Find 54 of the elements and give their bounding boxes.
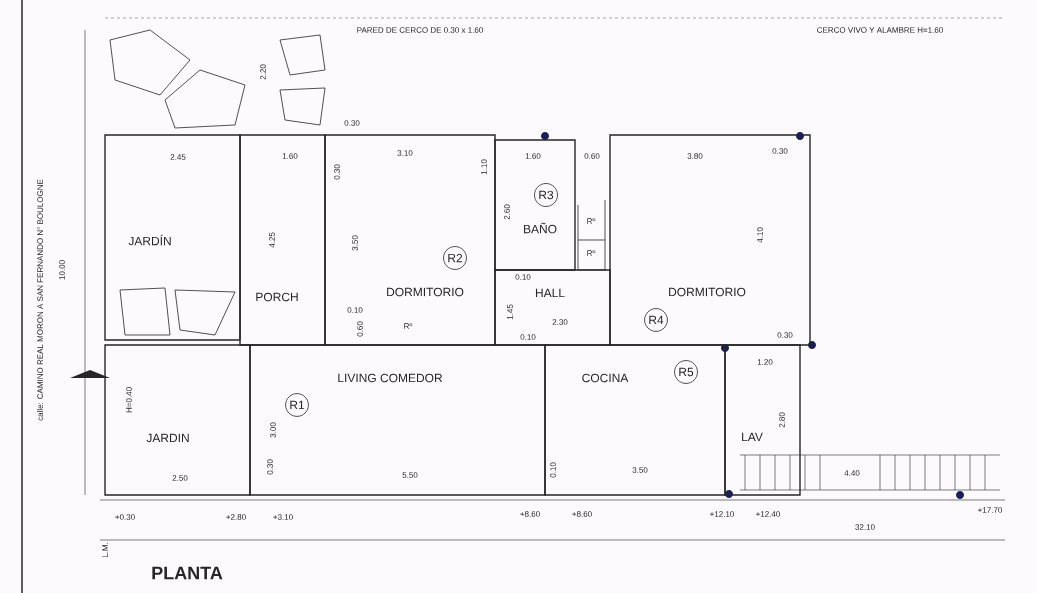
dimension-label: Rº bbox=[587, 218, 596, 224]
dimension-label: 0.10 bbox=[550, 462, 556, 478]
room-tag: R1 bbox=[285, 393, 309, 417]
dimension-label: Rº bbox=[587, 250, 596, 256]
dimension-label: 1.60 bbox=[282, 153, 298, 159]
dimension-label: 2.45 bbox=[170, 154, 186, 160]
dimension-label: 1.20 bbox=[757, 359, 773, 365]
dimension-label: 3.10 bbox=[397, 150, 413, 156]
dimension-label: L.M. bbox=[102, 542, 108, 558]
dimension-label: 5.50 bbox=[402, 472, 418, 478]
room-tag: R4 bbox=[644, 308, 668, 332]
dimension-label: 3.00 bbox=[270, 422, 276, 438]
dimension-label: +3.10 bbox=[273, 514, 293, 520]
dimension-label: 0.30 bbox=[267, 459, 273, 475]
room-tag: R2 bbox=[443, 246, 467, 270]
dimension-label: 0.10 bbox=[520, 334, 536, 340]
dimension-label: 10.00 bbox=[59, 260, 65, 280]
plan-title: PLANTA bbox=[152, 566, 223, 580]
dimension-label: 3.80 bbox=[687, 153, 703, 159]
dimension-label: PARED DE CERCO DE 0.30 x 1.60 bbox=[357, 27, 483, 33]
dimension-label: 4.10 bbox=[757, 227, 763, 243]
dimension-label: 4.25 bbox=[269, 232, 275, 248]
dimension-label: 1.60 bbox=[525, 153, 541, 159]
dimension-label: 0.30 bbox=[344, 120, 360, 126]
dimension-label: 32.10 bbox=[855, 524, 875, 530]
dimension-label: 2.20 bbox=[260, 64, 266, 80]
dimension-label: H=0.40 bbox=[126, 387, 132, 413]
street-name: calle: CAMINO REAL MORON A SAN FERNANDO N° BOULOGNE bbox=[37, 179, 43, 421]
dimension-label: +8.60 bbox=[572, 511, 592, 517]
dimension-label: 3.50 bbox=[352, 235, 358, 251]
dimension-label: 0.60 bbox=[584, 153, 600, 159]
dimension-label: 0.30 bbox=[334, 164, 340, 180]
room-tag: R5 bbox=[674, 360, 698, 384]
dimension-label: 0.10 bbox=[347, 307, 363, 313]
dimension-label: 2.50 bbox=[172, 475, 188, 481]
room-tag: R3 bbox=[534, 183, 558, 207]
dimension-label: 0.10 bbox=[515, 274, 531, 280]
dimension-label: 1.10 bbox=[481, 159, 487, 175]
dimension-label: 4.40 bbox=[844, 470, 860, 476]
dimension-label: 2.80 bbox=[779, 412, 785, 428]
dimension-label: 0.30 bbox=[772, 148, 788, 154]
dimension-label: +17.70 bbox=[978, 507, 1003, 513]
dimension-label: 2.60 bbox=[504, 204, 510, 220]
dimension-label: 2.30 bbox=[552, 319, 568, 325]
dimension-label: CERCO VIVO Y ALAMBRE H=1.60 bbox=[817, 27, 943, 33]
dimension-label: +8.60 bbox=[520, 511, 540, 517]
dimension-label: +12.40 bbox=[756, 511, 781, 517]
dimension-label: 1.45 bbox=[507, 304, 513, 320]
dimension-label: +12.10 bbox=[710, 511, 735, 517]
dimension-label: Rº bbox=[404, 323, 413, 329]
dimension-label: 3.50 bbox=[632, 467, 648, 473]
dimension-label: +0.30 bbox=[115, 514, 135, 520]
dimension-label: +2.80 bbox=[226, 514, 246, 520]
dimension-label: 0.60 bbox=[357, 321, 363, 337]
